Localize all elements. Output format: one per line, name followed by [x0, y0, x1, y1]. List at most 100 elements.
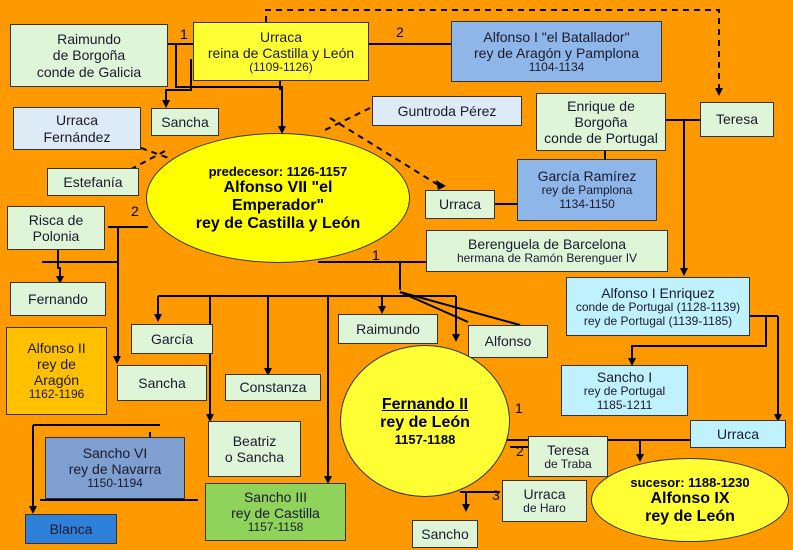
constanza-name: Constanza [239, 379, 307, 396]
alfonso-vii-name: Alfonso VII "el [223, 178, 333, 196]
box-garcia-ramirez: García Ramírez rey de Pamplona 1134-1150 [517, 159, 657, 221]
box-garcia: García [131, 324, 213, 354]
alfonso-ix-title: rey de León [645, 507, 735, 525]
alfonso-batallador-title: rey de Aragón y Pamplona [474, 44, 639, 61]
box-teresa-traba: Teresa de Traba [528, 436, 608, 477]
box-urraca-portugal: Urraca [690, 420, 786, 448]
fernando-ii-title: rey de León [380, 413, 470, 431]
alfonso-ii-line2: rey de [37, 356, 76, 373]
marriage-number-1-berenguela: 1 [372, 247, 380, 263]
box-urraca-fernandez: Urraca Fernández [13, 107, 141, 150]
garcia-ramirez-name: García Ramírez [537, 168, 637, 185]
alfonso-ii-line3: Aragón [33, 372, 80, 389]
box-teresa: Teresa [700, 102, 774, 137]
urraca-haro-line1: Urraca [523, 486, 566, 503]
urraca-fernandez-line2: Fernández [43, 128, 111, 145]
urraca-portugal-name: Urraca [716, 425, 759, 442]
box-alfonso-son: Alfonso [468, 325, 548, 358]
sancho-iii-name: Sancho III [243, 489, 308, 505]
box-risca: Risca de Polonia [7, 206, 105, 250]
marriage-number-1-urraca: 1 [515, 400, 523, 416]
guntroda-name: Guntroda Pérez [397, 102, 497, 119]
risca-line2: Polonia [32, 228, 80, 244]
teresa-traba-line1: Teresa [546, 441, 590, 458]
box-constanza: Constanza [225, 374, 321, 401]
box-alfonso-batallador: Alfonso I "el Batallador" rey de Aragón … [451, 21, 662, 82]
fernando-ii-name: Fernando II [381, 395, 469, 413]
fernando-name: Fernando [28, 290, 88, 307]
garcia-ramirez-years: 1134-1150 [559, 197, 615, 212]
box-sancha-top: Sancha [151, 108, 219, 136]
raimundo-line3: conde de Galicia [36, 63, 142, 80]
alfonso-ix-successor: sucesor: 1188-1230 [630, 474, 750, 490]
box-fernando: Fernando [10, 282, 106, 316]
box-berenguela: Berenguela de Barcelona hermana de Ramón… [426, 230, 668, 272]
alfonso-batallador-years: 1104-1134 [528, 59, 585, 74]
beatriz-line1: Beatriz [232, 432, 277, 449]
garcia-ramirez-title: rey de Pamplona [541, 183, 633, 198]
garcia-name: García [150, 330, 193, 347]
sancho-i-title: rey de Portugal [583, 383, 666, 398]
urraca-haro-line2: de Haro [523, 501, 566, 516]
sancho-vi-years: 1150-1194 [87, 476, 143, 491]
enrique-line1: Enrique de [567, 97, 635, 114]
box-sancha-lower: Sancha [117, 365, 207, 401]
risca-line1: Risca de [28, 211, 84, 228]
berenguela-relation: hermana de Ramón Berenguer IV [456, 251, 638, 266]
ellipse-alfonso-vii: predecesor: 1126-1157 Alfonso VII "el Em… [146, 133, 410, 263]
box-sancho-vi: Sancho VI rey de Navarra 1150-1194 [45, 437, 185, 499]
beatriz-line2: o Sancha [224, 449, 285, 465]
box-urraca-reina: Urraca reina de Castilla y León (1109-11… [193, 22, 369, 81]
alfonso-son-name: Alfonso [484, 333, 532, 350]
raimundo-line1: Raimundo [57, 31, 121, 48]
sancho-iii-years: 1157-1158 [247, 520, 304, 535]
sancho-i-years: 1185-1211 [596, 397, 653, 412]
teresa-name: Teresa [715, 111, 759, 128]
box-alfonso-enriquez: Alfonso I Enriquez conde de Portugal (11… [566, 277, 750, 336]
box-sancho-iii: Sancho III rey de Castilla 1157-1158 [205, 483, 346, 541]
enrique-line2: Borgoña [574, 113, 628, 130]
alfonso-vii-title: rey de Castilla y León [195, 214, 361, 232]
alfonso-enriquez-name: Alfonso I Enriquez [601, 284, 715, 301]
raimundo-son-name: Raimundo [356, 320, 420, 337]
teresa-traba-line2: de Traba [544, 456, 592, 471]
marriage-number-3-urraca-haro: 3 [492, 487, 500, 503]
urraca-reina-title: reina de Castilla y León [207, 44, 355, 61]
sancho-vi-title: rey de Navarra [68, 461, 162, 478]
sancha-lower-name: Sancha [138, 374, 186, 391]
box-raimundo: Raimundo de Borgoña conde de Galicia [10, 24, 168, 87]
ellipse-fernando-ii: Fernando II rey de León 1157-1188 [340, 345, 510, 497]
box-estefania: Estefanía [47, 168, 139, 196]
sancho-vi-name: Sancho VI [82, 445, 148, 461]
box-urraca-haro: Urraca de Haro [502, 480, 587, 522]
enrique-line3: conde de Portugal [544, 130, 658, 147]
alfonso-ix-name: Alfonso IX [650, 489, 730, 507]
marriage-number-2-alfonso-i: 2 [396, 24, 404, 40]
alfonso-vii-predecessor: predecesor: 1126-1157 [208, 163, 348, 179]
raimundo-line2: de Borgoña [52, 47, 126, 64]
alfonso-batallador-name: Alfonso I "el Batallador" [483, 28, 630, 45]
alfonso-enriquez-title2: rey de Portugal (1139-1185) [583, 313, 733, 328]
marriage-number-2-teresa: 2 [516, 443, 524, 459]
urraca-middle-name: Urraca [438, 196, 481, 213]
urraca-fernandez-line1: Urraca [55, 112, 98, 129]
alfonso-ii-years: 1162-1196 [28, 387, 85, 402]
alfonso-enriquez-title1: conde de Portugal (1128-1139) [575, 299, 741, 314]
box-sancho-i: Sancho I rey de Portugal 1185-1211 [561, 365, 688, 416]
alfonso-ii-line1: Alfonso II [27, 339, 86, 356]
box-guntroda: Guntroda Pérez [372, 96, 522, 126]
alfonso-vii-epithet: Emperador" [231, 196, 325, 214]
marriage-number-2-risca: 2 [131, 203, 139, 219]
marriage-number-1-raimundo: 1 [180, 26, 188, 42]
box-beatriz: Beatriz o Sancha [208, 421, 301, 477]
urraca-reina-years: (1109-1126) [249, 59, 313, 74]
box-sancho-bottom: Sancho [412, 520, 478, 548]
berenguela-name: Berenguela de Barcelona [467, 236, 626, 253]
sancho-iii-title: rey de Castilla [231, 505, 320, 522]
sancho-bottom-name: Sancho [421, 525, 469, 542]
estefania-name: Estefanía [63, 173, 123, 190]
box-urraca-middle: Urraca [425, 190, 495, 219]
sancha-top-name: Sancha [161, 113, 209, 130]
